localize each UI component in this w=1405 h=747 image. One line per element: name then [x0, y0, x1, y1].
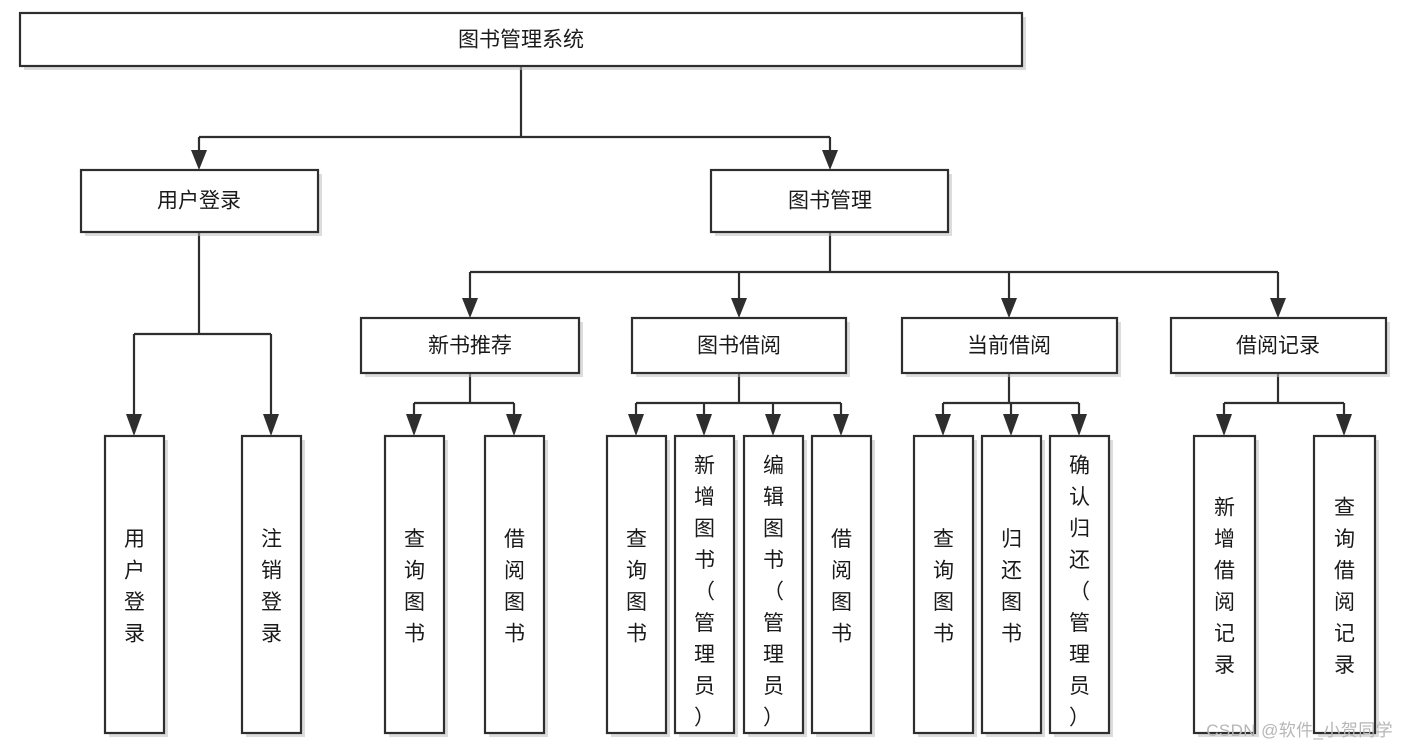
leaf-node[interactable]: 用户登录	[103, 434, 168, 737]
arrowhead-cb-leaf-1	[935, 414, 951, 436]
leaf-node[interactable]: 新增借阅记录	[1192, 434, 1259, 737]
arrowhead-cb-leaf-3	[1071, 414, 1087, 436]
arrowhead-bb-leaf-4	[833, 414, 849, 436]
leaf-node-box[interactable]	[742, 434, 805, 735]
node-user-login-box[interactable]	[79, 168, 320, 234]
node-root-box[interactable]	[18, 11, 1024, 68]
arrowhead-leaf-logout-login	[263, 414, 279, 436]
leaf-node[interactable]: 查询图书	[912, 434, 977, 737]
leaf-node-box[interactable]	[103, 434, 166, 735]
arrowhead-cb-leaf-2	[1003, 414, 1019, 436]
leaf-node-box[interactable]	[912, 434, 975, 735]
leaf-node-box[interactable]	[1192, 434, 1257, 735]
node-borrow-record-label: 借阅记录	[1236, 335, 1320, 358]
node-book-manage-box[interactable]	[709, 168, 950, 234]
leaf-node-label: 查询图书	[404, 528, 425, 646]
connector-layer	[126, 66, 1352, 436]
arrowhead-user-login	[191, 150, 207, 170]
arrowhead-nbr-leaf-2	[506, 414, 522, 436]
leaf-node-label: 归还图书	[1001, 528, 1022, 646]
leaf-node-label: 确认归还（管理员）	[1069, 455, 1090, 730]
leaf-node[interactable]: 查询图书	[605, 434, 670, 737]
leaf-node-label: 借阅图书	[504, 528, 525, 646]
leaf-node-box[interactable]	[605, 434, 668, 735]
leaf-node-label: 新增图书（管理员）	[694, 455, 715, 730]
leaf-node-box[interactable]	[240, 434, 303, 735]
leaf-node-label: 查询图书	[626, 528, 647, 646]
leaf-node-box[interactable]	[673, 434, 736, 735]
node-book-manage-label: 图书管理	[788, 190, 872, 213]
arrowhead-leaf-user-login	[126, 414, 142, 436]
node-book-borrow[interactable]: 图书借阅	[630, 316, 850, 377]
arrowhead-br-leaf-1	[1216, 414, 1232, 436]
leaf-node-box[interactable]	[383, 434, 446, 735]
leaf-node[interactable]: 借阅图书	[810, 434, 875, 737]
leaf-node[interactable]: 注销登录	[240, 434, 305, 737]
node-new-book-rec-box[interactable]	[359, 316, 581, 375]
leaf-node-label: 用户登录	[124, 528, 145, 646]
arrowhead-new-book-rec	[462, 298, 478, 318]
leaf-node-box[interactable]	[1048, 434, 1111, 735]
arrowhead-bb-leaf-2	[696, 414, 712, 436]
leaf-node-box[interactable]	[483, 434, 546, 735]
arrowhead-borrow-record	[1270, 298, 1286, 318]
arrowhead-book-manage	[822, 150, 838, 170]
leaf-node-box[interactable]	[980, 434, 1043, 735]
node-user-login[interactable]: 用户登录	[79, 168, 322, 236]
leaf-node[interactable]: 借阅图书	[483, 434, 548, 737]
leaf-node[interactable]: 编辑图书（管理员）	[742, 434, 807, 737]
arrowhead-current-borrow	[1001, 298, 1017, 318]
node-book-borrow-label: 图书借阅	[697, 335, 781, 358]
node-borrow-record-box[interactable]	[1169, 316, 1388, 375]
arrowhead-bb-leaf-3	[765, 414, 781, 436]
leaf-node[interactable]: 确认归还（管理员）	[1048, 434, 1113, 737]
leaf-node-label: 编辑图书（管理员）	[763, 455, 784, 730]
node-current-borrow[interactable]: 当前借阅	[900, 316, 1121, 377]
leaf-node-label: 注销登录	[261, 528, 282, 646]
node-book-manage[interactable]: 图书管理	[709, 168, 952, 236]
node-current-borrow-box[interactable]	[900, 316, 1119, 375]
node-user-login-label: 用户登录	[157, 190, 241, 213]
leaf-node[interactable]: 归还图书	[980, 434, 1045, 737]
leaf-node-label: 查询借阅记录	[1334, 497, 1355, 678]
leaf-layer: 用户登录 注销登录 查询图书 借阅图书 查询图书 新增图书（管理员） 编辑图书（管理员） 借阅…	[103, 434, 1379, 737]
leaf-node-label: 新增借阅记录	[1214, 497, 1235, 678]
arrowhead-bb-leaf-1	[628, 414, 644, 436]
node-borrow-record[interactable]: 借阅记录	[1169, 316, 1390, 377]
leaf-node-box[interactable]	[810, 434, 873, 735]
leaf-node-box[interactable]	[1312, 434, 1377, 735]
leaf-node-label: 借阅图书	[831, 528, 852, 646]
node-new-book-rec-label: 新书推荐	[428, 335, 512, 358]
arrowhead-br-leaf-2	[1336, 414, 1352, 436]
node-book-borrow-box[interactable]	[630, 316, 848, 375]
node-root-label: 图书管理系统	[458, 29, 584, 52]
node-current-borrow-label: 当前借阅	[967, 335, 1051, 358]
arrowhead-book-borrow	[731, 298, 747, 318]
leaf-node[interactable]: 新增图书（管理员）	[673, 434, 738, 737]
node-root[interactable]: 图书管理系统	[18, 11, 1026, 70]
leaf-node[interactable]: 查询借阅记录	[1312, 434, 1379, 737]
leaf-node[interactable]: 查询图书	[383, 434, 448, 737]
arrowhead-nbr-leaf-1	[406, 414, 422, 436]
node-new-book-rec[interactable]: 新书推荐	[359, 316, 583, 377]
watermark-text: CSDN @软件_小贺同学	[1206, 721, 1393, 740]
leaf-node-label: 查询图书	[933, 528, 954, 646]
